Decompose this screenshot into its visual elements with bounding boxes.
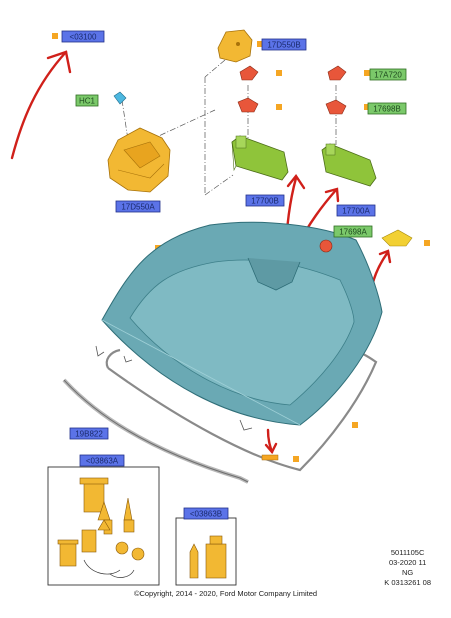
label-HC1: HC1 xyxy=(75,94,99,107)
arrow-right-head xyxy=(324,187,340,203)
marker xyxy=(364,104,370,110)
label-17698B-text: 17698B xyxy=(373,105,401,114)
marker xyxy=(293,456,299,462)
marker xyxy=(257,41,263,47)
label-17700B-text: 17700B xyxy=(251,197,279,206)
clip-17698B-left xyxy=(237,97,259,113)
diagram-code: 5011105C xyxy=(390,548,425,557)
label-17A720: 17A720 xyxy=(369,68,407,81)
trim-piece-right xyxy=(381,229,413,247)
label-top-ref: <03100 xyxy=(61,30,105,43)
kit-box-03863A xyxy=(47,466,160,586)
diagram-ref: K 0313261 08 xyxy=(384,578,431,587)
label-17A720-text: 17A720 xyxy=(374,71,402,80)
marker xyxy=(52,33,58,39)
rearview-mirror-17700A xyxy=(321,143,377,187)
clip-17A720-left xyxy=(239,65,259,81)
label-17698A: 17698A xyxy=(333,225,373,238)
marker xyxy=(352,422,358,428)
label-03863B-text: <03863B xyxy=(190,510,222,519)
clip-17698B xyxy=(325,99,347,115)
label-17700A-text: 17700A xyxy=(342,207,370,216)
label-19B822-text: 19B822 xyxy=(75,430,103,439)
arrow-bottom-head xyxy=(264,442,278,455)
small-spacer xyxy=(261,454,279,461)
arrow-far-right-head xyxy=(378,249,392,264)
diagram-region: NG xyxy=(402,568,414,577)
label-17D550B: 17D550B xyxy=(261,38,307,51)
label-03863A-text: <03863A xyxy=(86,457,119,466)
marker xyxy=(276,104,282,110)
label-17D550A-text: 17D550A xyxy=(121,203,155,212)
label-17700B: 17700B xyxy=(245,194,285,207)
labels: <03100 HC1 17D550B 17A720 17698B 17D550A… xyxy=(61,30,407,520)
label-17700A: 17700A xyxy=(336,204,376,217)
windshield-seal xyxy=(105,348,378,472)
label-17698B: 17698B xyxy=(367,102,407,115)
kit-box-03863B xyxy=(175,517,237,586)
marker xyxy=(364,70,370,76)
rearview-mirror-17700B xyxy=(231,135,289,181)
position-markers xyxy=(52,33,430,462)
label-17D550B-text: 17D550B xyxy=(267,41,300,50)
clip-17A720 xyxy=(327,65,347,81)
mirror-cover-17D550B xyxy=(217,29,253,63)
windshield-glass xyxy=(95,221,383,431)
label-19B822: 19B822 xyxy=(69,427,109,440)
diagram-meta: 5011105C 03-2020 11 NG K 0313261 08 xyxy=(384,548,431,588)
arrow-top-left xyxy=(10,50,68,160)
marker xyxy=(276,70,282,76)
label-03863A: <03863A xyxy=(79,454,125,467)
label-03863B: <03863B xyxy=(183,507,229,520)
label-top-ref-text: <03100 xyxy=(70,33,97,42)
arrow-top-left-head xyxy=(46,50,72,74)
marker xyxy=(424,240,430,246)
label-17698A-text: 17698A xyxy=(339,228,367,237)
cap-17698A xyxy=(319,239,333,253)
clip-HC1 xyxy=(113,91,127,105)
label-17D550A: 17D550A xyxy=(115,200,161,213)
label-HC1-text: HC1 xyxy=(79,97,96,106)
arrow-center-head xyxy=(286,173,306,190)
red-clips xyxy=(237,65,347,253)
diagram-date: 03-2020 11 xyxy=(388,558,427,567)
bracket-17D550A xyxy=(107,127,171,193)
copyright-notice: ©Copyright, 2014 - 2020, Ford Motor Comp… xyxy=(133,589,318,598)
